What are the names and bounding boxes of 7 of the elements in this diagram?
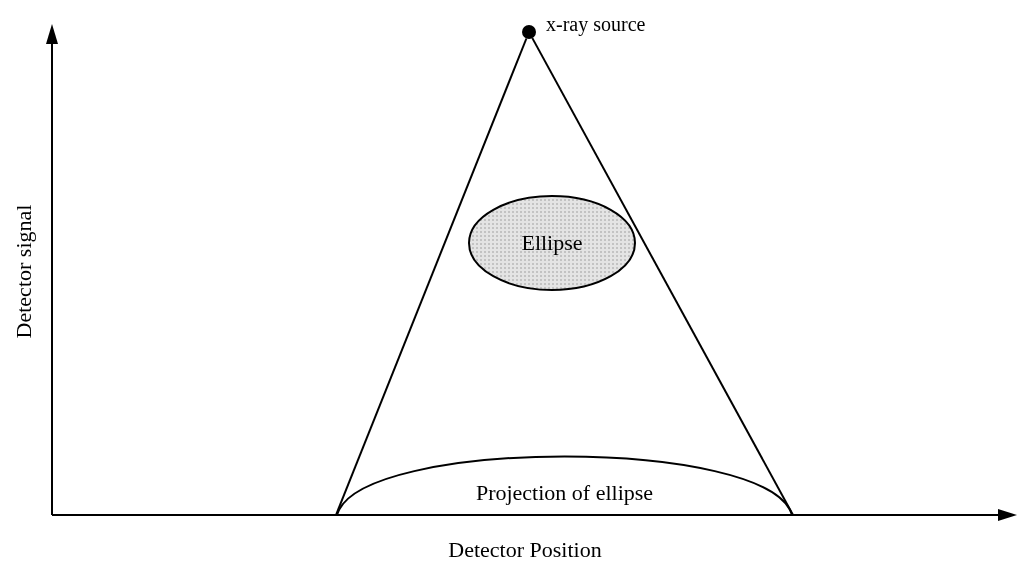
axis-label: Detector Position [447, 536, 603, 564]
axis-label: Detector signal [9, 203, 37, 341]
node-label: Projection of ellipse [475, 479, 654, 507]
cone-line [335, 37, 528, 516]
node-label: Ellipse [521, 229, 583, 257]
source-label: x-ray source [546, 12, 646, 38]
cone-line [531, 37, 794, 516]
